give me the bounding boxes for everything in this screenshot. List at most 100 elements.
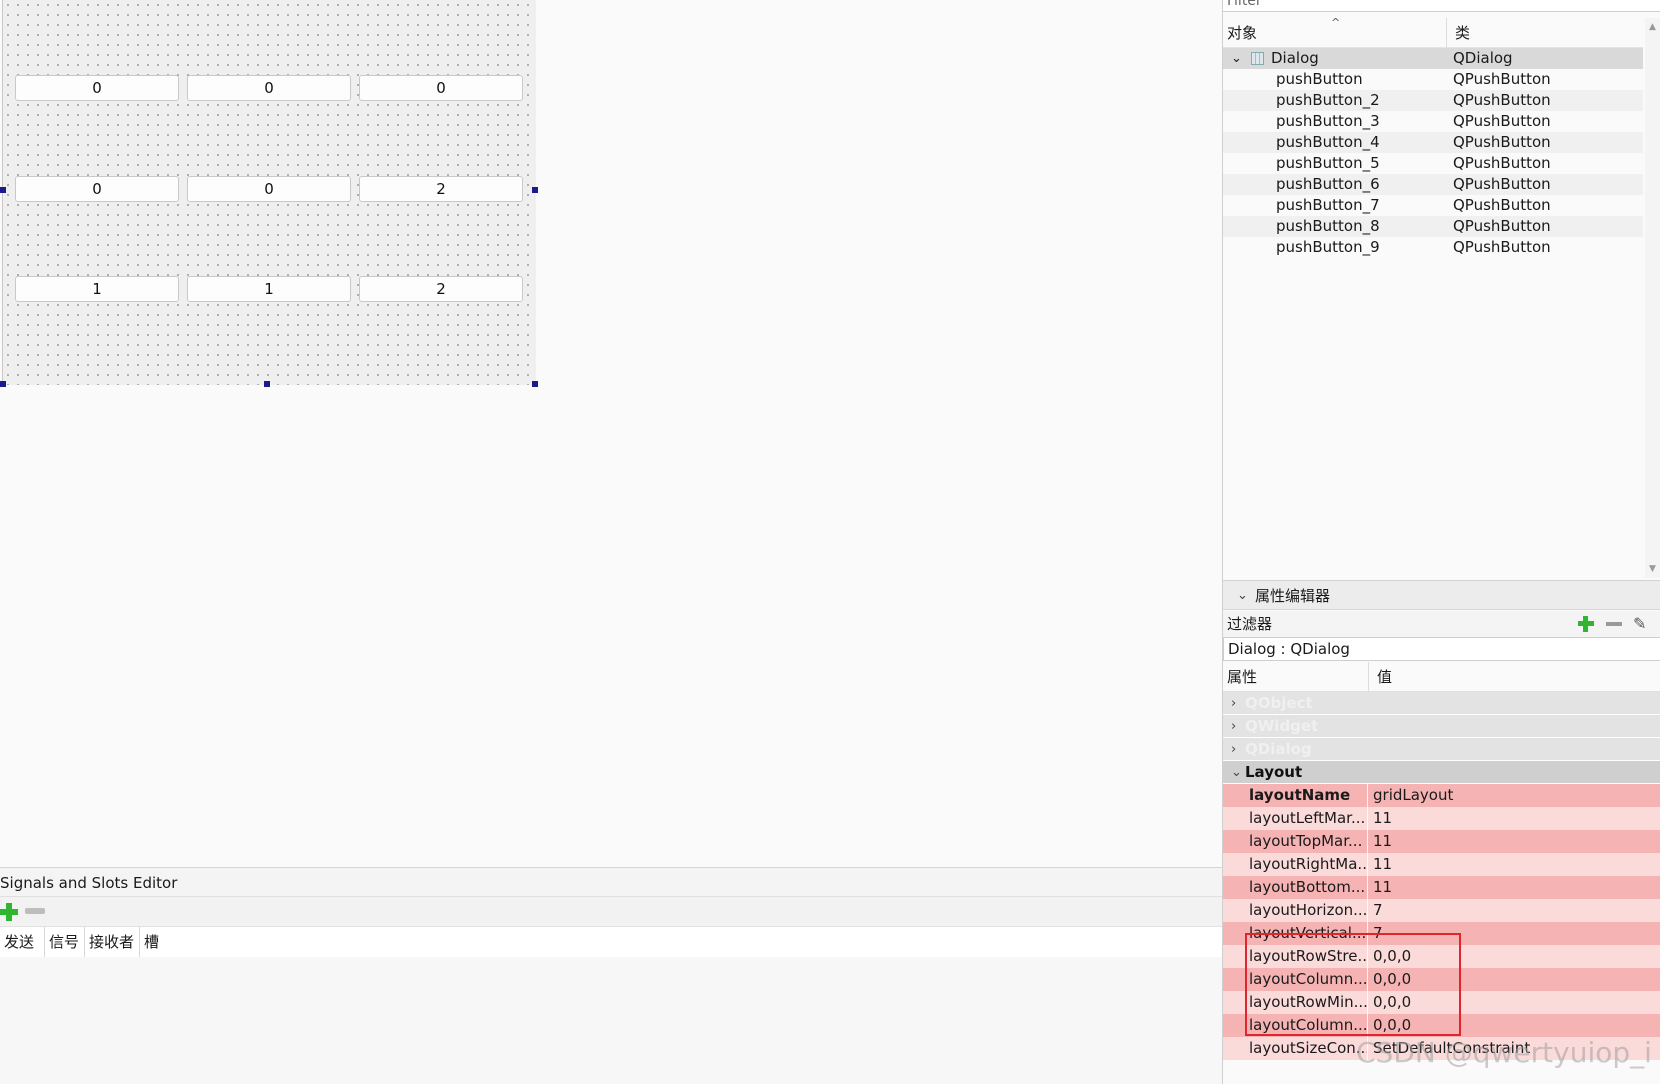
resize-handle-bottom-right[interactable]	[532, 381, 538, 387]
signals-slots-title: Signals and Slots Editor	[0, 867, 1222, 897]
grid-button-r3c1[interactable]: 1	[15, 276, 179, 302]
selected-object-label: Dialog : QDialog	[1223, 637, 1660, 661]
column-class[interactable]: 类	[1455, 24, 1471, 42]
property-row[interactable]: layoutColumn...0,0,0	[1223, 1014, 1660, 1037]
property-row[interactable]: layoutRowStre...0,0,0	[1223, 945, 1660, 968]
group-qdialog[interactable]: › QDialog	[1223, 738, 1660, 761]
column-sender[interactable]: 发送者	[0, 927, 45, 981]
tree-item-name: pushButton_4	[1276, 133, 1380, 151]
group-name: QDialog	[1245, 740, 1312, 758]
scroll-up-icon[interactable]: ▲	[1649, 22, 1656, 32]
resize-handle-bottom[interactable]	[264, 381, 270, 387]
property-row[interactable]: layoutRowMin... 0,0,0	[1223, 991, 1660, 1014]
resize-handle-left[interactable]	[0, 187, 6, 193]
wrench-icon[interactable]: ✎	[1633, 614, 1647, 633]
watermark: CSDN @qwertyuiop_i	[1356, 1036, 1652, 1069]
column-divider	[1367, 991, 1368, 1014]
property-row[interactable]: layoutRightMa... 11	[1223, 853, 1660, 876]
property-value[interactable]: 0,0,0	[1373, 1016, 1412, 1034]
tree-item-class: QPushButton	[1453, 217, 1551, 235]
property-table-header: 属性 值	[1223, 662, 1660, 692]
property-row[interactable]: layoutTopMar...11	[1223, 830, 1660, 853]
column-divider	[1367, 899, 1368, 922]
property-value[interactable]: 11	[1373, 878, 1393, 896]
property-value[interactable]: 0,0,0	[1373, 947, 1412, 965]
chevron-right-icon[interactable]: ›	[1231, 742, 1237, 757]
signals-slots-header: 发送者 信号 接收者 槽	[0, 927, 1222, 981]
grid-button-r2c1[interactable]: 0	[15, 176, 179, 202]
property-name: layoutRowMin...	[1249, 993, 1367, 1011]
property-row[interactable]: layoutColumn... 0,0,0	[1223, 968, 1660, 991]
tree-row[interactable]: pushButton_2 QPushButton	[1223, 90, 1643, 111]
column-property[interactable]: 属性	[1227, 662, 1369, 692]
tree-item-name: pushButton_2	[1276, 91, 1380, 109]
property-value[interactable]: 0,0,0	[1373, 970, 1412, 988]
chevron-right-icon[interactable]: ›	[1231, 719, 1237, 734]
grid-button-r2c2[interactable]: 0	[187, 176, 351, 202]
property-name: layoutColumn...	[1249, 970, 1367, 988]
column-object[interactable]: 对象	[1227, 18, 1447, 48]
resize-handle-bottom-left[interactable]	[0, 381, 6, 387]
property-filter-input[interactable]: 过滤器	[1227, 615, 1273, 633]
tree-item-class: QPushButton	[1453, 91, 1551, 109]
column-receiver[interactable]: 接收者	[85, 927, 140, 957]
resize-handle-right[interactable]	[532, 187, 538, 193]
chevron-down-icon[interactable]: ⌄	[1237, 588, 1248, 603]
minus-icon[interactable]	[25, 908, 45, 914]
chevron-down-icon[interactable]: ⌄	[1231, 51, 1242, 66]
group-qobject[interactable]: ›QObject	[1223, 692, 1660, 715]
remove-property-icon[interactable]	[1606, 622, 1622, 626]
chevron-down-icon[interactable]: ⌄	[1231, 765, 1242, 780]
grid-button-r3c3[interactable]: 2	[359, 276, 523, 302]
property-value[interactable]: 0,0,0	[1373, 993, 1412, 1011]
column-slot[interactable]: 槽	[144, 933, 160, 951]
add-property-icon[interactable]	[1578, 616, 1594, 632]
property-value[interactable]: 11	[1373, 855, 1393, 873]
chevron-right-icon[interactable]: ›	[1231, 696, 1237, 711]
grid-button-r1c2[interactable]: 0	[187, 75, 351, 101]
property-editor-title: ⌄ 属性编辑器	[1223, 580, 1660, 610]
property-value[interactable]: 7	[1373, 901, 1383, 919]
annotation-highlight-box	[1245, 933, 1461, 1036]
grid-button-r3c2[interactable]: 1	[187, 276, 351, 302]
column-value[interactable]: 值	[1377, 668, 1393, 686]
property-row[interactable]: layoutHorizon...7	[1223, 899, 1660, 922]
property-value[interactable]: 11	[1373, 809, 1393, 827]
property-row[interactable]: layoutBottom... 11	[1223, 876, 1660, 899]
tree-item-class: QPushButton	[1453, 70, 1551, 88]
signals-slots-list[interactable]	[0, 957, 1222, 1084]
scroll-down-icon[interactable]: ▼	[1649, 564, 1656, 574]
property-row[interactable]: layoutSizeCon...SetDefaultConstraint	[1223, 1037, 1660, 1060]
plus-icon[interactable]	[0, 903, 18, 921]
tree-row-dialog[interactable]: ⌄ Dialog QDialog	[1223, 48, 1643, 69]
dialog-form[interactable]: 0 0 0 0 0 2 1 1 2	[2, 0, 536, 385]
column-signal[interactable]: 信号	[45, 927, 85, 957]
grid-button-r1c3[interactable]: 0	[359, 75, 523, 101]
property-value[interactable]: SetDefaultConstraint	[1373, 1039, 1531, 1057]
property-value[interactable]: 11	[1373, 832, 1393, 850]
property-row[interactable]: layoutLeftMar...11	[1223, 807, 1660, 830]
property-value[interactable]: gridLayout	[1373, 786, 1454, 804]
tree-item-class: QPushButton	[1453, 238, 1551, 256]
grid-button-r2c3[interactable]: 2	[359, 176, 523, 202]
object-inspector-filter[interactable]: Filter	[1223, 0, 1660, 12]
property-name: layoutBottom...	[1249, 878, 1366, 896]
group-qwidget[interactable]: ›QWidget	[1223, 715, 1660, 738]
object-inspector-scrollbar[interactable]: ▲ ▼	[1645, 18, 1660, 578]
tree-item-class: QPushButton	[1453, 196, 1551, 214]
grid-button-r1c1[interactable]: 0	[15, 75, 179, 101]
property-name: layoutRightMa...	[1249, 855, 1367, 873]
column-divider	[1367, 1014, 1368, 1037]
column-divider	[1367, 1037, 1368, 1060]
tree-item-class: QPushButton	[1453, 112, 1551, 130]
group-layout[interactable]: ⌄Layout	[1223, 761, 1660, 784]
